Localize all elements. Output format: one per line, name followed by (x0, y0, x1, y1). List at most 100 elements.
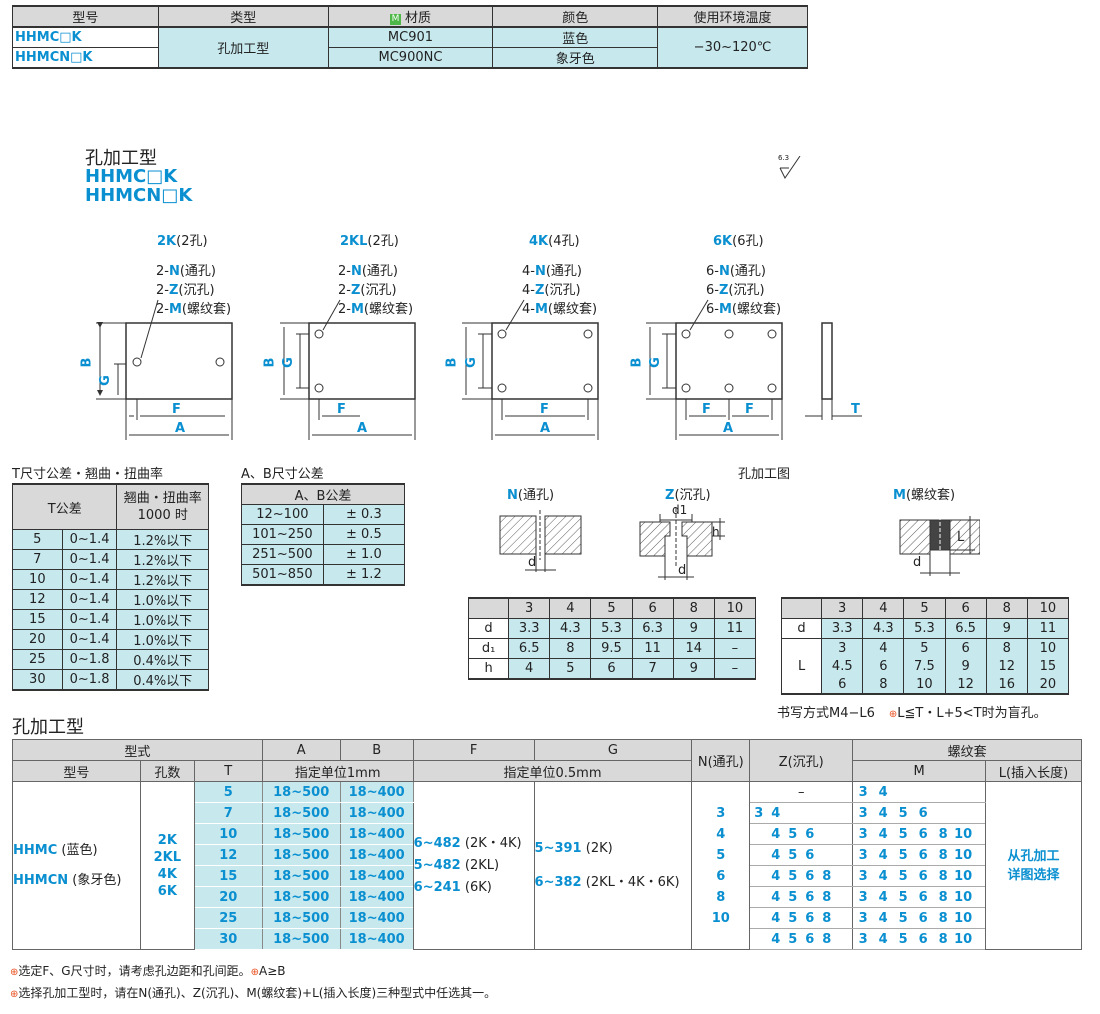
T-cell: 5 (193, 781, 263, 803)
m-L-cell: 8 (862, 675, 904, 693)
dim-G-6k: G (647, 357, 663, 368)
N-cell: 4 (691, 823, 751, 845)
A-cell: 18~500 (261, 928, 341, 950)
t-table-cell: 1.0%以下 (116, 629, 209, 650)
t-table-cell: 0~1.4 (61, 569, 118, 590)
m-L-cell: 16 (985, 675, 1028, 693)
spec-header-color: 颜色 (492, 5, 659, 28)
nz-table-cell: 3.3 (508, 618, 551, 639)
dim-F-2k: F (172, 402, 181, 417)
m-L-cell: 6 (862, 657, 904, 675)
ab-table-cell: 12~100 (241, 504, 324, 525)
N-cell (691, 928, 751, 950)
t-table-cell: 7 (12, 549, 63, 570)
mh-code: 型号 (12, 760, 141, 782)
ab-table-cell: 501~850 (241, 564, 324, 586)
G-cell: 5~391 (2K)6~382 (2KL・4K・6K) (533, 781, 693, 950)
B-cell: 18~400 (339, 802, 414, 824)
t-table-cell: 1.2%以下 (116, 549, 209, 570)
m-header-cell: 3 (821, 597, 864, 619)
mh-holes: 孔数 (139, 760, 195, 782)
L-cell: 从孔加工详图选择 (984, 781, 1083, 950)
t-table-cell: 1.0%以下 (116, 609, 209, 630)
m-header-cell: 4 (862, 597, 905, 619)
N-cell: 6 (691, 865, 751, 887)
ab-table-cell: ± 1.0 (322, 544, 406, 565)
ab-table-cell: 101~250 (241, 524, 324, 545)
T-cell: 12 (193, 844, 263, 866)
section-code-2: HHMCN□K (85, 185, 193, 206)
dim-A-6k: A (723, 421, 734, 436)
nz-table-cell: 4 (508, 658, 551, 680)
mh-unit1: 指定单位1mm (261, 760, 414, 782)
m-header-cell (780, 597, 823, 619)
spec-header-temp: 使用环境温度 (657, 5, 808, 28)
T-cell: 10 (193, 823, 263, 845)
A-cell: 18~500 (261, 907, 341, 929)
dim-G-2kl: G (280, 357, 296, 368)
nz-table-cell: 7 (631, 658, 674, 680)
nz-table-cell: 11 (631, 638, 674, 659)
m-header-cell: 8 (985, 597, 1028, 619)
dim-A-4k: A (540, 421, 551, 436)
nz-table-cell: 14 (672, 638, 715, 659)
Z-cell: – (749, 781, 854, 803)
dim-A-2kl: A (357, 421, 368, 436)
spec-color-2: 象牙色 (492, 47, 659, 69)
nz-table-cell: 6.5 (508, 638, 551, 659)
t-table-caption: T尺寸公差・翘曲・扭曲率 (12, 467, 163, 482)
note-2: ⊕选择孔加工型时，请在N(通孔)、Z(沉孔)、M(螺纹套)+L(插入长度)三种型… (10, 986, 497, 1000)
model-cell: HHMC (蓝色)HHMCN (象牙色) (12, 781, 141, 950)
m-L-cell: 12 (985, 657, 1028, 675)
m-note: 书写方式M4−L6⊕L≦T・L+5<T时为盲孔。 (777, 706, 1047, 721)
B-cell: 18~400 (339, 844, 414, 866)
diagram-6k-title: 6K(6孔) (713, 234, 764, 249)
spec-material-1: MC901 (327, 26, 494, 48)
m-d-cell: 4.3 (862, 618, 905, 639)
dim-B-2kl: B (262, 357, 278, 368)
nz-table-cell: 6 (590, 658, 633, 680)
hole-z-d1-label: d1 (672, 503, 688, 517)
m-L-cell: 4 (862, 639, 904, 657)
spec-code-2: HHMCN□K (12, 47, 159, 69)
ab-table-row: 101~250± 0.5 (241, 524, 406, 545)
mh-unit05: 指定单位0.5mm (412, 760, 693, 782)
A-cell: 18~500 (261, 865, 341, 887)
t-table-cell: 0~1.4 (61, 629, 118, 650)
dim-B-4k: B (444, 357, 460, 368)
nz-table-cell: – (713, 658, 757, 680)
t-table-cell: 30 (12, 669, 63, 691)
diagram-6k-callouts: 6-N(通孔) 6-Z(沉孔) 6-M(螺纹套) (706, 264, 782, 317)
t-table-cell: 0.4%以下 (116, 669, 209, 691)
m-L-cell: 9 (944, 657, 987, 675)
spec-header-model: 型号 (12, 5, 159, 28)
t-table-cell: 5 (12, 529, 63, 550)
warn-icon: ⊕ (250, 967, 259, 978)
m-d-cell: d (780, 618, 823, 639)
N-cell: 3 (691, 802, 751, 824)
ab-table-row: 12~100± 0.3 (241, 504, 406, 525)
A-cell: 18~500 (261, 802, 341, 824)
dim-G-4k: G (463, 357, 479, 368)
m-L-cell: 10 (903, 675, 946, 693)
